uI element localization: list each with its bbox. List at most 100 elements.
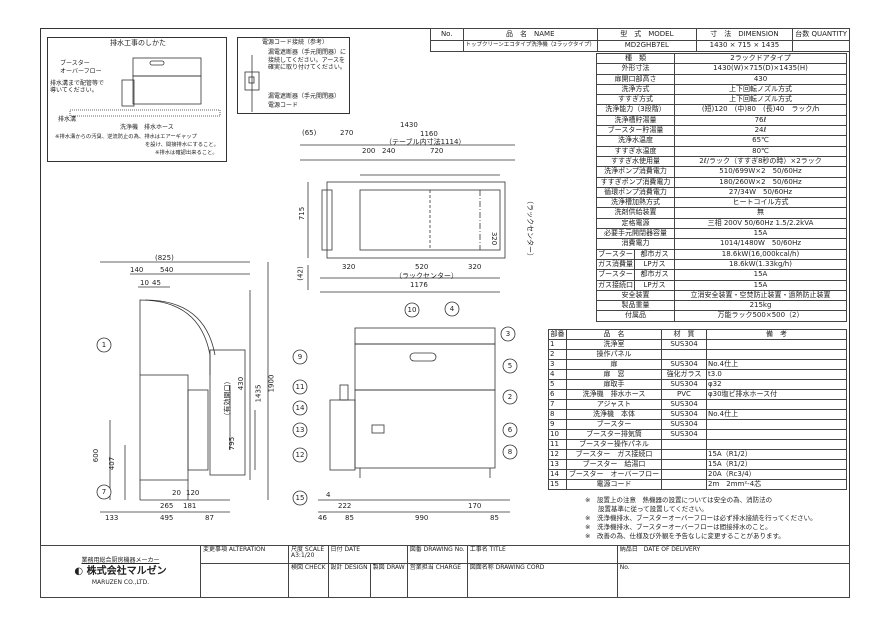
dim-label: 87 [205, 514, 214, 522]
dim-label: 1900 [267, 374, 276, 393]
parts-cell-text: SUS304 [670, 410, 698, 419]
title-block: 業務用総合厨房機器メーカー ◐ 株式会社マルゼン MARUZEN CO.,LTD… [40, 545, 851, 598]
date-label: 日付 DATE [327, 545, 408, 564]
balloon-circle [502, 444, 518, 460]
parts-cell-text: φ30塩ビ排水ホース付 [708, 390, 778, 399]
check-label: 検図 CHECK [288, 563, 329, 598]
spec-label: 種 類 [625, 54, 646, 62]
spec-label: すすぎポンプ消費電力 [600, 177, 671, 186]
dim-label: 495 [160, 514, 174, 522]
dim-label: 320 [342, 263, 356, 271]
dim-label: （テーブル内寸法1114） [385, 138, 466, 146]
model-label: 型 式 MODEL [597, 28, 697, 41]
parts-cell-text: 15A（R1/2） [708, 450, 752, 459]
alteration-label: 変更事項 ALTERATION [200, 545, 289, 564]
spec-label: 定格電源 [621, 218, 650, 227]
spec-value: 18.6kW(1.33kg/h) [729, 259, 792, 268]
parts-cell-text: ブースター [596, 420, 632, 429]
parts-cell-text: 12 [550, 450, 559, 459]
spec-group: ブースター [598, 270, 633, 279]
dim-label: 600 [92, 448, 101, 463]
quantity-label: 台数 QUANTITY [792, 28, 850, 41]
parts-cell-text: ブースター ガス接続口 [575, 450, 653, 459]
parts-cell-text: 洗浄機 本体 [593, 410, 635, 419]
balloon-circle [404, 302, 420, 318]
spec-value: 76ℓ [754, 115, 767, 124]
parts-cell-text: SUS304 [670, 340, 698, 349]
spec-label: すすぎ水温度 [614, 146, 657, 155]
balloon-number: 6 [507, 425, 513, 434]
spec-value-cell: 180/260W×2 50/60Hz [674, 176, 847, 188]
dim-label: 320 [490, 231, 499, 246]
balloon-circle [500, 326, 516, 342]
parts-cell-text: 洗浄室 [603, 340, 625, 349]
parts-cell: 2m 2mm²-4芯 [706, 479, 847, 490]
balloon-number: 8 [507, 447, 513, 456]
spec-value-cell: 18.6kW(16,000kcal/h) [674, 248, 847, 260]
parts-header-text: 部番 [550, 330, 565, 339]
dim-label: 85 [490, 514, 499, 522]
front-view [318, 327, 510, 513]
drain-hose-label: 洗浄機 排水ホース [120, 124, 174, 131]
dim-label: 200 [362, 147, 376, 155]
drawing-cord-label: 図面名称 DRAWING CORD [466, 563, 618, 598]
spec-label: 洗浄槽貯湯量 [614, 115, 657, 124]
drawing-no-label: 図番 DRAWING No. [406, 545, 468, 564]
dim-label: 133 [105, 514, 119, 522]
dim-label: (42) [296, 266, 305, 281]
parts-cell-text: 20A（Rc3/4） [708, 470, 756, 479]
spec-value: 27/34W 50/60Hz [728, 187, 793, 196]
spec-sub: LPガス [643, 280, 666, 289]
top-plan-view [300, 144, 515, 293]
dim-label: 520 [415, 263, 429, 271]
parts-cell-text: 15A（R1/2） [708, 460, 752, 469]
spec-value: 24ℓ [754, 126, 767, 135]
delivery-label: 納品日 DATE OF DELIVERY [616, 545, 851, 564]
spec-value: 上下回転ノズル方式 [729, 95, 792, 104]
drain-trench-label: 排水溝 [58, 116, 77, 123]
power-cord-label: 電源コード [268, 102, 299, 109]
spec-value-cell: 万能ラック500×500（2） [674, 310, 847, 322]
design-label: 設計 DESIGN [327, 563, 371, 598]
dim-label: 795 [228, 436, 237, 451]
parts-header-text: 備 考 [766, 330, 787, 339]
balloon-number: 5 [507, 361, 513, 370]
drain-note: ※排水は確認出来ること。 [155, 150, 218, 156]
balloon-circle [292, 422, 308, 438]
spec-value-cell: 15A [674, 279, 847, 291]
spec-label: 必要手元開閉器容量 [604, 229, 667, 238]
parts-cell-text: 10 [550, 430, 559, 439]
spec-value: 万能ラック500×500（2） [717, 311, 804, 320]
spec-value: 三相 200V 50/60Hz 1.5/2.2kVA [707, 218, 814, 227]
charge-label: 営業担当 CHARGE [406, 563, 468, 598]
dim-label: 181 [183, 502, 197, 510]
spec-label: 消費電力 [621, 239, 650, 248]
dim-label: 4 [326, 491, 331, 499]
balloon-circle [502, 358, 518, 374]
balloon-circle [292, 400, 308, 416]
balloon-circle [292, 447, 308, 463]
power-text: 漏電遮断器（手元開閉器）に接続してください。アースを確実に取り付けてください。 [268, 49, 347, 71]
parts-cell-text: 13 [550, 460, 559, 469]
spec-label: 洗浄槽加熱方式 [611, 198, 660, 207]
balloon-circle [96, 484, 112, 500]
spec-value-cell: 430 [674, 73, 847, 85]
balloon-number: 4 [449, 304, 455, 313]
parts-cell-text: 扉 窓 [603, 370, 625, 379]
note: ※ 設置上の注意 熱機器の設置については安全の為、消防法の [585, 496, 773, 504]
spec-group: ブースター [598, 249, 633, 258]
parts-cell-text: SUS304 [670, 400, 698, 409]
spec-value-cell: 1014/1480W 50/60Hz [674, 238, 847, 250]
parts-header-text: 材 質 [673, 330, 695, 339]
spec-value: 430 [753, 74, 768, 83]
dim-label: (65) [302, 129, 317, 137]
dim-label: 222 [338, 502, 352, 510]
drain-booster-overflow-label: ブースター オーバーフロー [60, 60, 102, 75]
power-sketch-icon [244, 55, 260, 112]
